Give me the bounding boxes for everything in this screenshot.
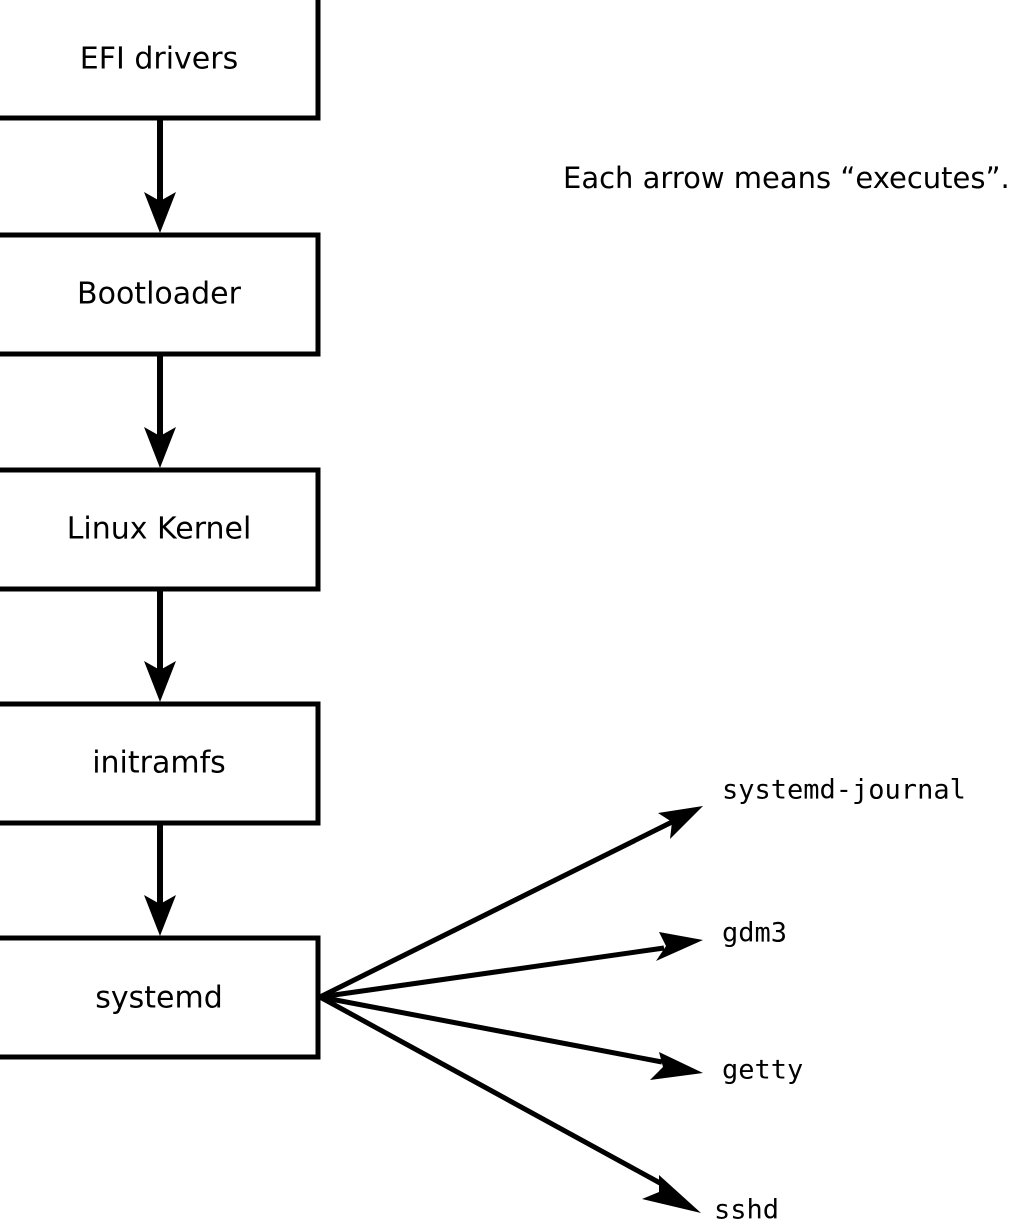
box-linux-kernel[interactable]: Linux Kernel [0, 467, 321, 592]
box-label-linux-kernel: Linux Kernel [67, 512, 252, 547]
arrow-head-right-icon [656, 932, 703, 961]
box-outline [0, 701, 321, 826]
fanout-arrow-sshd [318, 994, 701, 1213]
box-outline [0, 467, 321, 592]
arrow-head-down-right-icon [650, 1052, 703, 1080]
arrow-head-down-right-icon [642, 1175, 701, 1213]
arrow-head-down-icon [144, 192, 176, 233]
arrow-shaft [319, 945, 665, 1000]
fanout-arrow-systemd-journal [318, 806, 703, 1000]
arrow-head-down-icon [144, 661, 176, 702]
process-label-getty: getty [722, 1055, 803, 1086]
chain-arrow-kernel-to-initramfs [144, 589, 176, 702]
process-label-gdm3: gdm3 [722, 918, 787, 949]
chain-arrow-initramfs-to-systemd [144, 823, 176, 936]
box-outline [0, 232, 321, 357]
arrow-head-up-right-icon [658, 806, 703, 839]
box-label-bootloader: Bootloader [77, 277, 242, 312]
box-outline [0, 935, 321, 1060]
box-systemd[interactable]: systemd [0, 935, 321, 1060]
box-label-efi-drivers: EFI drivers [80, 42, 238, 77]
process-label-sshd: sshd [714, 1195, 779, 1226]
process-label-systemd-journal: systemd-journal [722, 775, 966, 806]
arrow-shaft [318, 994, 662, 1186]
arrow-shaft [318, 819, 674, 1000]
box-bootloader[interactable]: Bootloader [0, 232, 321, 357]
legend-text: Each arrow means “executes”. [563, 161, 1010, 195]
chain-arrow-bootloader-to-kernel [144, 354, 176, 468]
fanout-arrow-gdm3 [319, 932, 703, 1000]
fanout-arrow-getty [319, 994, 703, 1080]
box-efi-drivers[interactable]: EFI drivers [0, 0, 321, 121]
arrow-head-down-icon [144, 427, 176, 468]
arrow-head-down-icon [144, 895, 176, 936]
arrow-shaft [319, 994, 663, 1065]
box-label-systemd: systemd [95, 981, 223, 1016]
box-label-initramfs: initramfs [92, 746, 226, 781]
chain-arrow-efi-to-bootloader [144, 118, 176, 233]
box-outline [0, 0, 321, 121]
box-initramfs[interactable]: initramfs [0, 701, 321, 826]
